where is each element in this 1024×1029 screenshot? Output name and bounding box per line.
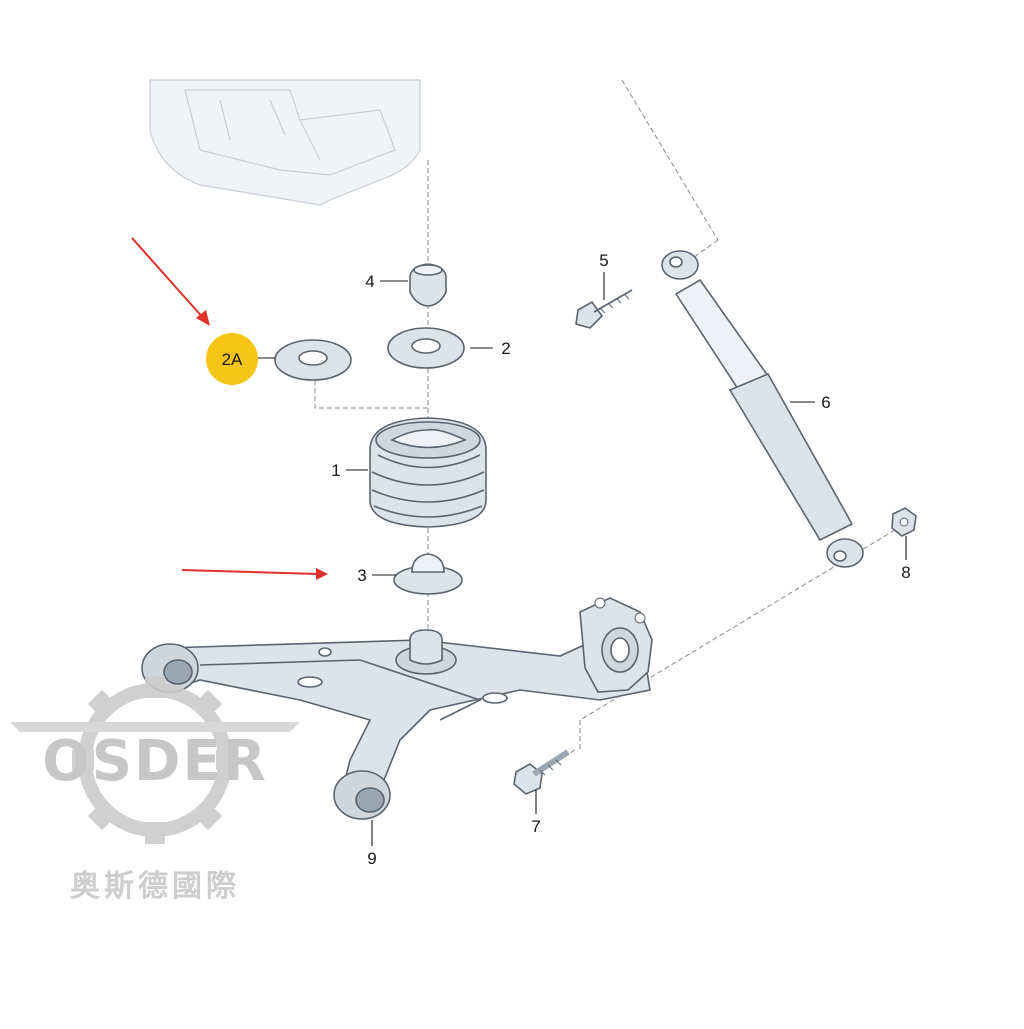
callout-7: 7 [531,817,540,836]
callout-1: 1 [331,461,340,480]
part-6-shock-absorber [661,250,864,568]
callout-4: 4 [365,272,374,291]
gear-icon [10,676,300,844]
callout-2a-highlight [206,333,258,385]
arrow-head-icon [196,310,210,326]
part-2-washer [387,327,465,369]
watermark: OSDER 奥斯德國際 [10,676,300,904]
watermark-subtitle: 奥斯德國際 [70,869,240,904]
part-5-bolt [575,289,633,329]
callout-9: 9 [367,849,376,868]
pointer-arrows [131,237,328,580]
leader-lines [255,272,907,846]
body-panel [149,79,421,206]
part-4-bump-stop [409,263,447,307]
part-3-spring-seat [393,553,463,595]
callout-5: 5 [599,251,608,270]
part-7-bolt [513,749,570,795]
arrow-head-icon [316,568,328,580]
callout-8: 8 [901,563,910,582]
callout-2a: 2A [222,350,243,369]
callout-labels: 4 2 2A 1 3 5 6 8 7 9 [222,251,911,868]
callout-6: 6 [821,393,830,412]
watermark-brand: OSDER [42,729,268,794]
part-9-control-arm [141,597,653,820]
callout-2: 2 [501,339,510,358]
part-2a-washer [274,339,352,381]
part-1-coil-spring [369,417,487,528]
callout-3: 3 [357,566,366,585]
part-8-nut [891,507,917,537]
